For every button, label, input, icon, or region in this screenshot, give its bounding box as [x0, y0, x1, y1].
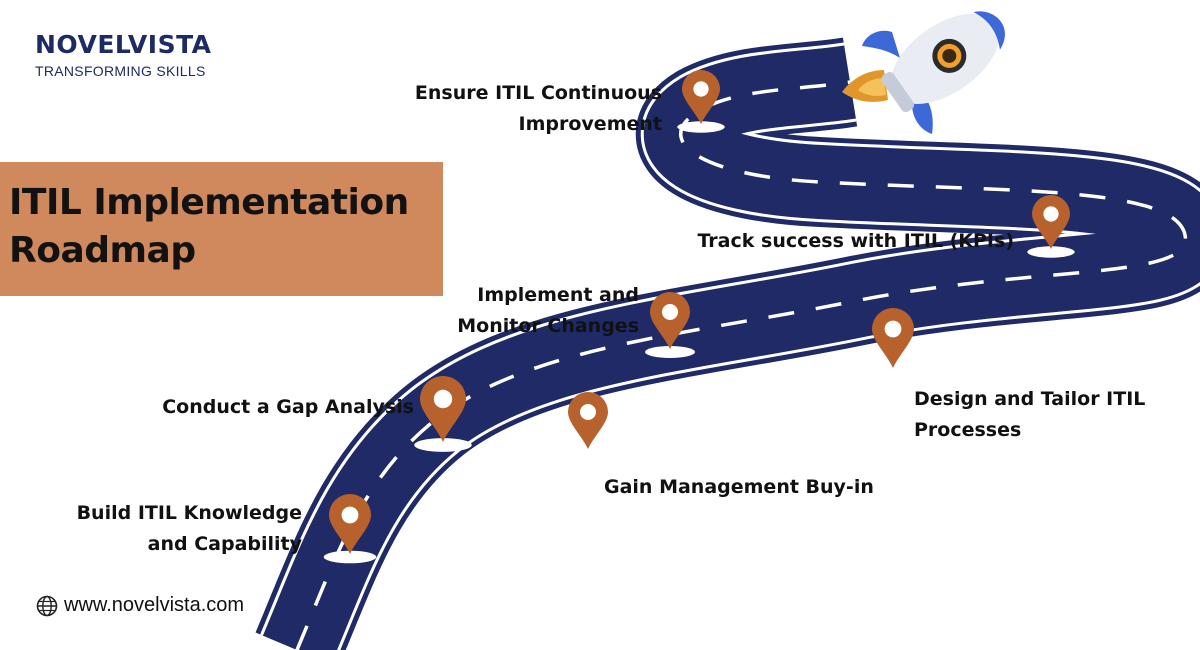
map-pin-icon: [866, 308, 920, 378]
step-label: Improvement: [518, 113, 662, 135]
step-label: Track success with ITIL (KPIs): [697, 230, 1014, 252]
pin-layer: [323, 70, 1075, 564]
globe-icon: [36, 595, 58, 616]
title-line-2: Roadmap: [9, 230, 196, 271]
map-pin-icon: [414, 376, 472, 452]
map-pin-icon: [563, 392, 613, 458]
step-label: Implement and: [477, 284, 639, 306]
step-label: Processes: [914, 419, 1022, 441]
step-label: Ensure ITIL Continuous: [414, 82, 662, 104]
step-management-buy-in: Gain Management Buy-in: [604, 472, 874, 503]
brand-name: NOVELVISTA: [35, 30, 212, 59]
step-gap-analysis: Conduct a Gap Analysis: [162, 392, 414, 423]
step-label: Conduct a Gap Analysis: [162, 396, 414, 418]
step-implement-monitor: Implement and Monitor Changes: [457, 280, 639, 342]
title-box: ITIL Implementation Roadmap: [0, 162, 443, 296]
step-build-knowledge: Build ITIL Knowledge and Capability: [77, 498, 302, 560]
brand-tagline: TRANSFORMING SKILLS: [35, 63, 206, 79]
step-design-tailor: Design and Tailor ITIL Processes: [914, 384, 1145, 446]
step-label: Design and Tailor ITIL: [914, 388, 1146, 410]
map-pin-icon: [323, 494, 377, 564]
rocket-icon: [842, 11, 1005, 134]
step-label: and Capability: [147, 533, 302, 555]
map-pin-icon: [645, 292, 695, 358]
step-track-kpis: Track success with ITIL (KPIs): [697, 226, 1014, 257]
map-pin-icon: [1027, 195, 1075, 258]
step-continuous-improvement: Ensure ITIL Continuous Improvement: [415, 78, 662, 140]
website: www.novelvista.com: [36, 594, 244, 617]
step-label: Monitor Changes: [457, 315, 639, 337]
road-center-line: [295, 80, 1188, 650]
step-label: Build ITIL Knowledge: [76, 502, 302, 524]
website-url: www.novelvista.com: [64, 594, 245, 616]
brand-logo: NOVELVISTA TRANSFORMING SKILLS: [35, 32, 212, 79]
title-line-1: ITIL Implementation: [9, 182, 409, 223]
map-pin-icon: [677, 70, 725, 133]
step-label: Gain Management Buy-in: [604, 476, 874, 498]
